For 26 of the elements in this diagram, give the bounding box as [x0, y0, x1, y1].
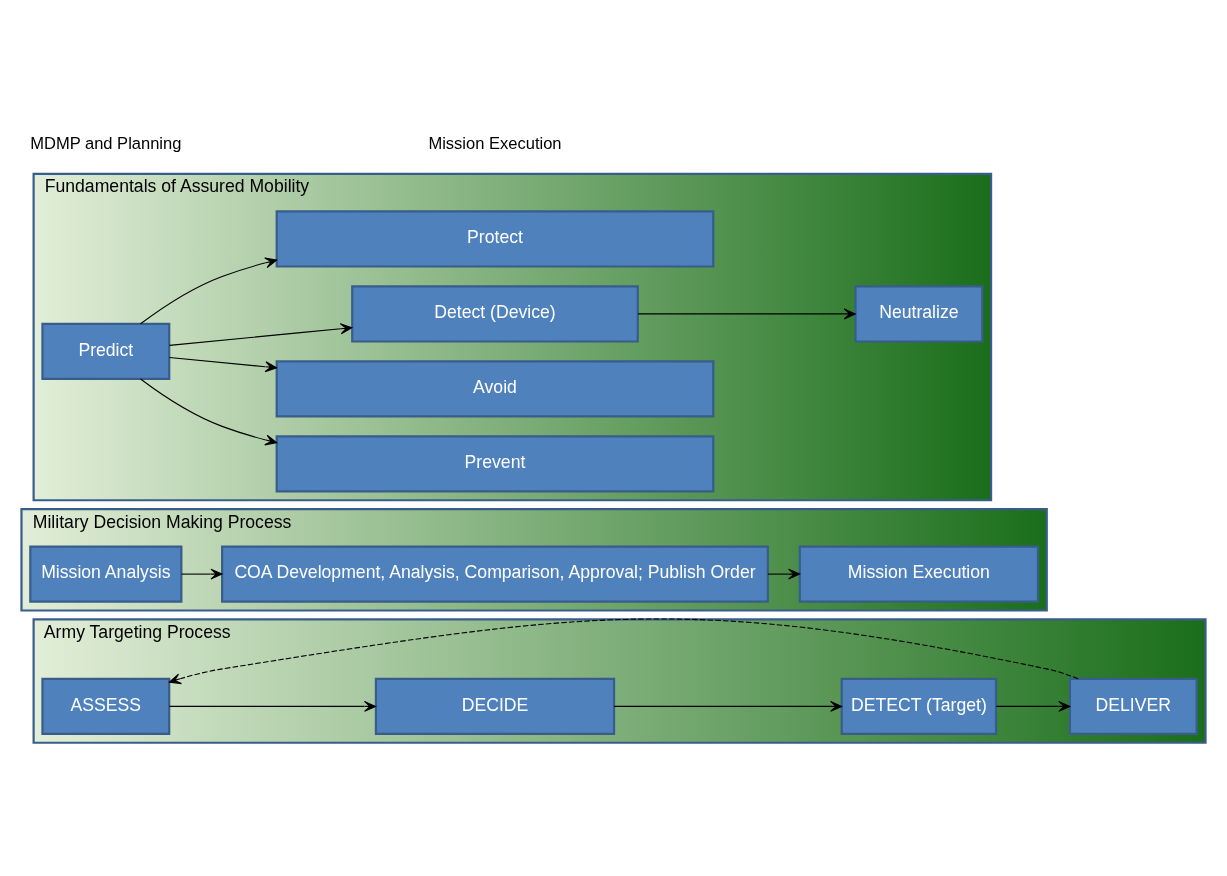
arrow: [767, 568, 801, 580]
arrow: [169, 700, 377, 712]
node-box: DETECT (Target): [840, 677, 998, 735]
node-box: DELIVER: [1068, 677, 1198, 735]
node-box: Neutralize: [854, 284, 984, 343]
node-box: ASSESS: [41, 677, 171, 735]
label: Mission Execution: [428, 133, 562, 153]
label: MDMP and Planning: [30, 133, 182, 153]
node-box: Mission Analysis: [29, 544, 183, 603]
arrow: [181, 568, 223, 580]
arrow: [140, 256, 278, 324]
arrow: [169, 322, 353, 346]
node-box: Avoid: [275, 359, 715, 418]
node-box: Predict: [41, 322, 171, 380]
node-box: Prevent: [275, 434, 715, 493]
arrow: [140, 377, 278, 445]
arrow: [995, 700, 1071, 712]
node-box: COA Development, Analysis, Comparison, Approval; Publish Order: [221, 544, 769, 603]
arrow: [637, 307, 856, 319]
arrow: [169, 356, 277, 372]
node-box: DECIDE: [374, 677, 616, 735]
arrow: [168, 618, 1079, 684]
node-box: Protect: [275, 209, 715, 268]
node-box: Detect (Device): [351, 284, 639, 343]
arrow: [613, 700, 843, 712]
node-box: Mission Execution: [798, 544, 1040, 603]
